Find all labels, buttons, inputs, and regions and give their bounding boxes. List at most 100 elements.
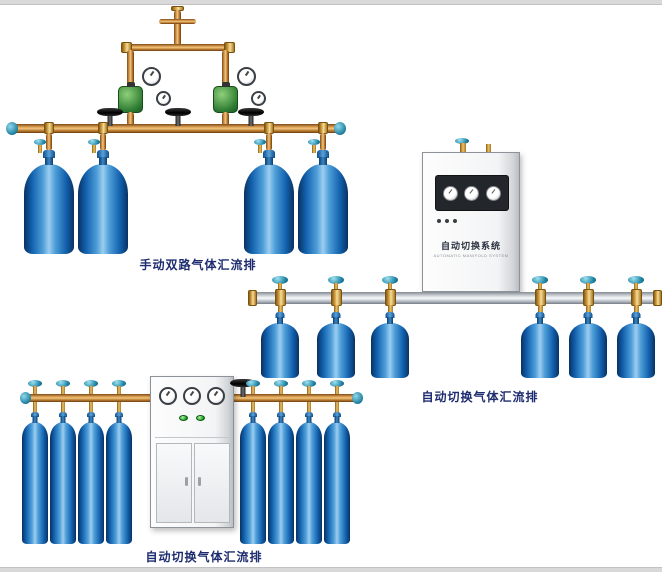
cylinder-pigtail [634, 305, 639, 314]
top-border-strip [0, 0, 662, 5]
cylinder-pigtail [307, 402, 311, 413]
indicator-led [196, 415, 205, 421]
cylinder-pigtail [89, 402, 93, 413]
gas-cylinder [521, 323, 559, 378]
cabinet-subtitle: AUTOMATIC MANIFOLD SYSTEM [433, 253, 509, 258]
valve-handwheel [230, 379, 256, 387]
figure-caption: 自动切换气体汇流排 [145, 550, 263, 564]
manifold-end-cap [352, 392, 363, 404]
control-cabinet [150, 376, 234, 528]
manifold-pipe [12, 124, 340, 133]
valve-handwheel [238, 108, 264, 116]
gas-cylinder [261, 323, 299, 378]
cylinder-pigtail [586, 305, 591, 314]
cylinder-pigtail [279, 402, 283, 413]
cabinet-divider [155, 437, 231, 438]
valve-handwheel [165, 108, 191, 116]
pressure-gauge [156, 91, 171, 106]
bottom-border-strip [0, 567, 662, 572]
figure-manual-dual-manifold: 手动双路气体汇流排 [6, 6, 348, 272]
cabinet-valve-stem [486, 144, 491, 153]
elbow-fitting [121, 42, 132, 53]
elbow-fitting [224, 42, 235, 53]
gas-cylinder [569, 323, 607, 378]
cabinet-vents [437, 219, 457, 223]
cylinder-pigtail [33, 402, 37, 413]
manifold-end-fitting [653, 290, 662, 306]
cylinder-valve-knob [330, 380, 344, 387]
gas-cylinder [22, 422, 48, 544]
cylinder-valve-knob [308, 139, 320, 145]
gas-cylinder [324, 422, 350, 544]
manifold-pipe [250, 292, 660, 304]
cylinder-valve-knob [382, 276, 398, 284]
cabinet-door [156, 443, 192, 523]
pressure-gauge [443, 185, 459, 201]
regulator [118, 86, 143, 113]
gas-cylinder [240, 422, 266, 544]
vent-dot [437, 219, 441, 223]
cross-pipe [159, 19, 196, 24]
pressure-gauge [207, 387, 225, 405]
manifold-tee-fitting [535, 289, 546, 306]
cylinder-pigtail [266, 133, 272, 151]
cylinder-valve-knob [246, 380, 260, 387]
cylinder-valve-knob [112, 380, 126, 387]
manifold-tee-fitting [583, 289, 594, 306]
pressure-gauge [159, 387, 177, 405]
manifold-tee-fitting [275, 289, 286, 306]
gauge-panel [435, 175, 509, 211]
gas-cylinder [244, 164, 294, 254]
regulator [213, 86, 238, 113]
manifold-tee-fitting [331, 289, 342, 306]
vent-dot [453, 219, 457, 223]
drop-pipe [222, 50, 229, 88]
header-pipe [124, 44, 232, 51]
cabinet-door [194, 443, 230, 523]
cylinder-valve-knob [28, 380, 42, 387]
cylinder-valve-knob [580, 276, 596, 284]
cylinder-valve-knob [88, 139, 100, 145]
pressure-gauge [251, 91, 266, 106]
figure-caption: 自动切换气体汇流排 [421, 390, 539, 404]
cylinder-valve-knob [532, 276, 548, 284]
manifold-end-cap [20, 392, 31, 404]
manifold-end-cap [6, 122, 18, 135]
cabinet-title: 自动切换系统 [440, 241, 501, 251]
regulator-outlet-pipe [222, 112, 229, 126]
regulator-outlet-pipe [127, 112, 134, 126]
cylinder-valve-knob [254, 139, 266, 145]
cylinder-valve-knob [34, 139, 46, 145]
gas-cylinder [24, 164, 74, 254]
pressure-gauge [142, 67, 161, 86]
gas-cylinder [268, 422, 294, 544]
cylinder-pigtail [334, 305, 339, 314]
indicator-led [179, 415, 188, 421]
control-cabinet: 自动切换系统 AUTOMATIC MANIFOLD SYSTEM [422, 152, 520, 292]
gas-cylinder [298, 164, 348, 254]
cylinder-valve-knob [272, 276, 288, 284]
cylinder-pigtail [251, 402, 255, 413]
cylinder-pigtail [320, 133, 326, 151]
cylinder-pigtail [538, 305, 543, 314]
riser-pipe [174, 10, 181, 46]
pressure-gauge [485, 185, 501, 201]
gas-cylinder [617, 323, 655, 378]
manifold-end-fitting [248, 290, 257, 306]
pressure-gauge [183, 387, 201, 405]
cabinet-valve-stem [460, 143, 466, 153]
gas-cylinder [78, 164, 128, 254]
valve-handwheel [97, 108, 123, 116]
cylinder-pigtail [61, 402, 65, 413]
manifold-tee-fitting [385, 289, 396, 306]
gas-cylinder [371, 323, 409, 378]
figure-auto-switch-manifold: 自动切换系统 AUTOMATIC MANIFOLD SYSTEM 自动 [248, 138, 662, 406]
gas-cylinder [296, 422, 322, 544]
drop-pipe [127, 50, 134, 88]
cylinder-valve-knob [328, 276, 344, 284]
manifold-end-cap [334, 122, 346, 135]
cylinder-valve-knob [274, 380, 288, 387]
pressure-gauge [237, 67, 256, 86]
pressure-gauge [464, 185, 480, 201]
figure-caption: 手动双路气体汇流排 [139, 258, 257, 272]
